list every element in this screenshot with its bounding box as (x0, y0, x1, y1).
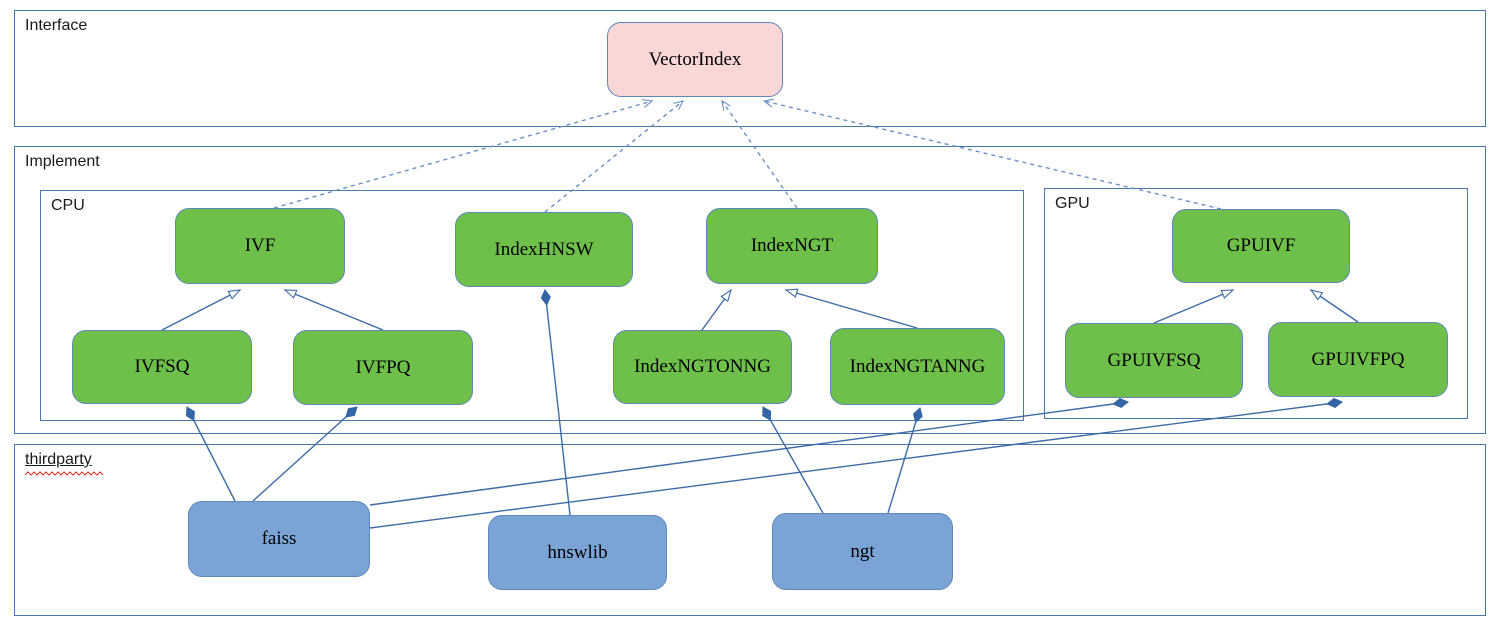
node-ngt: ngt (772, 513, 953, 590)
node-ivfpq: IVFPQ (293, 330, 473, 405)
node-indexngtonng: IndexNGTONNG (613, 330, 792, 404)
spellcheck-squiggle-icon (25, 471, 103, 476)
node-indexhnsw: IndexHNSW (455, 212, 633, 287)
node-gpuivfpq: GPUIVFPQ (1268, 322, 1448, 397)
container-interface-label: Interface (25, 17, 88, 34)
container-thirdparty-label-text: thirdparty (25, 451, 92, 468)
node-faiss: faiss (188, 501, 370, 577)
container-implement-label: Implement (25, 153, 100, 170)
node-indexngt: IndexNGT (706, 208, 878, 284)
container-cpu-label: CPU (51, 197, 85, 214)
node-hnswlib: hnswlib (488, 515, 667, 590)
container-gpu-label: GPU (1055, 195, 1090, 212)
node-indexngtanng: IndexNGTANNG (830, 328, 1005, 405)
node-ivf: IVF (175, 208, 345, 284)
container-thirdparty-label: thirdparty (25, 451, 103, 476)
node-gpuivfsq: GPUIVFSQ (1065, 323, 1243, 398)
node-ivfsq: IVFSQ (72, 330, 252, 404)
node-vectorindex: VectorIndex (607, 22, 783, 97)
node-gpuivf: GPUIVF (1172, 209, 1350, 283)
